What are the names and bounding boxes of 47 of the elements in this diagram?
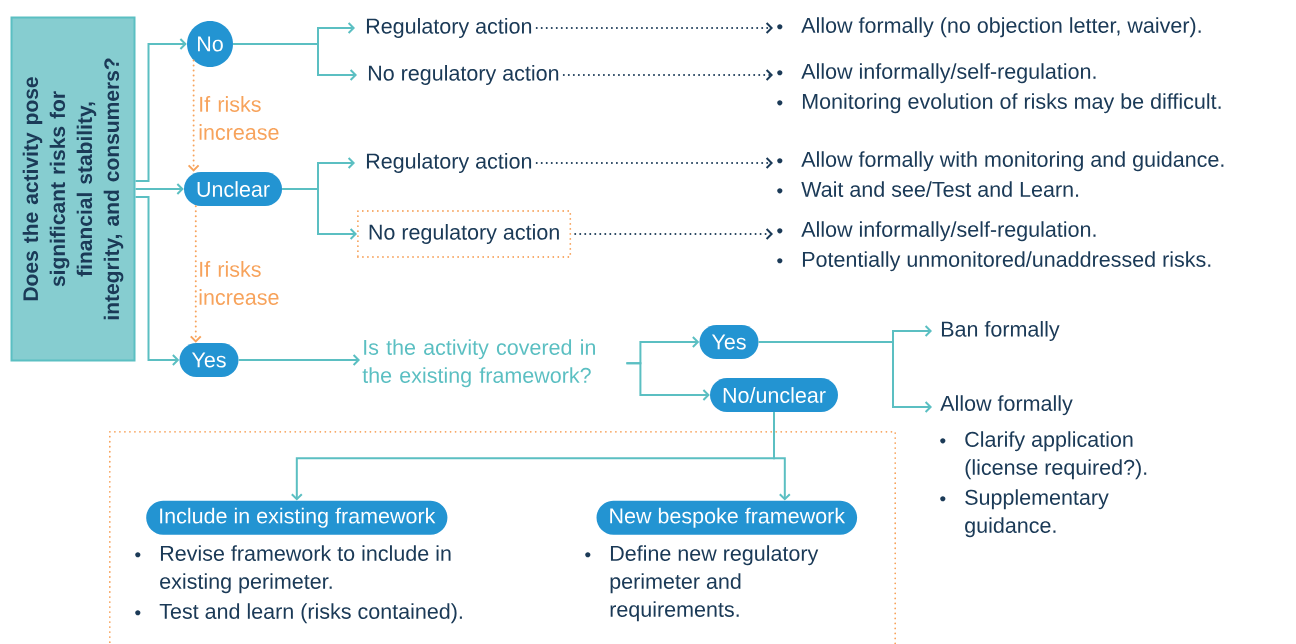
dotted-arrow	[187, 59, 200, 172]
dotted-arrow	[562, 69, 773, 81]
arrow	[757, 341, 932, 413]
question-box: Does the activity pose significant risks for financial stability, integrity, and consumers?	[10, 16, 136, 362]
arrow	[625, 362, 710, 401]
dotted-arrow	[535, 157, 773, 169]
node-label: Wait and see/Test and Learn.	[801, 181, 1079, 197]
answer-pill: Yes	[699, 325, 759, 359]
dotted-region	[108, 430, 897, 644]
framework-pill: Include in existing framework	[146, 500, 448, 535]
option-text: Regulatory action	[366, 18, 532, 38]
arrow	[134, 183, 184, 195]
arrow	[773, 411, 791, 501]
dotted-arrow	[574, 228, 773, 240]
node-label: Monitoring evolution of risks may be difficult.	[802, 93, 1221, 114]
question-text: Is the activity covered in the existing framework?	[362, 339, 595, 388]
node-label: Supplementary guidance.	[965, 489, 1109, 538]
node-label: Allow informally/self-regulation.	[801, 63, 1096, 84]
node-label: Clarify application (license required?).	[965, 431, 1147, 480]
dotted-arrow	[535, 22, 773, 34]
arrow	[281, 188, 357, 240]
dotted-arrow	[189, 205, 202, 343]
node-label: Allow formally with monitoring and guidance.	[801, 151, 1224, 172]
node-label: Allow formally	[940, 395, 1073, 416]
arrow	[232, 43, 357, 81]
arrow	[134, 38, 187, 182]
bullet-list: Allow informally/self-regulation. Potentially unmonitored/unaddressed risks.	[777, 221, 1211, 272]
edge-label: If risks increase	[199, 261, 279, 305]
option-text: Regulatory action	[366, 153, 532, 173]
bullet-list: Allow formally with monitoring and guidance. Wait and see/Test and Learn.	[777, 151, 1224, 197]
highlighted-option: No regulatory action	[357, 210, 572, 258]
answer-pill: Yes	[179, 343, 239, 377]
edge-label: If risks increase	[199, 96, 279, 140]
arrow	[134, 196, 180, 366]
node-label: Allow informally/self-regulation.	[801, 221, 1096, 242]
option-text: No regulatory action	[368, 65, 559, 85]
answer-pill: No/unclear	[710, 378, 838, 412]
bullet-list: Allow informally/self-regulation. Monitoring evolution of risks may be difficult.	[777, 63, 1221, 114]
answer-pill: Unclear	[183, 172, 283, 206]
framework-pill: New bespoke framework	[596, 500, 858, 535]
node-label: Potentially unmonitored/unaddressed risks.	[802, 251, 1211, 272]
arrow	[237, 354, 360, 366]
outcome-list: Allow formally Clarify application (license required?). Supplementary guidance.	[940, 395, 1147, 538]
bullet-list: Revise framework to include in existing perimeter. Test and learn (risks contained).	[135, 545, 462, 624]
bullet-list: Allow formally (no objection letter, waiver).	[777, 17, 1201, 38]
bullet-list: Define new regulatory perimeter and requirements.	[585, 545, 819, 622]
outcome-text: Ban formally	[941, 321, 1060, 341]
